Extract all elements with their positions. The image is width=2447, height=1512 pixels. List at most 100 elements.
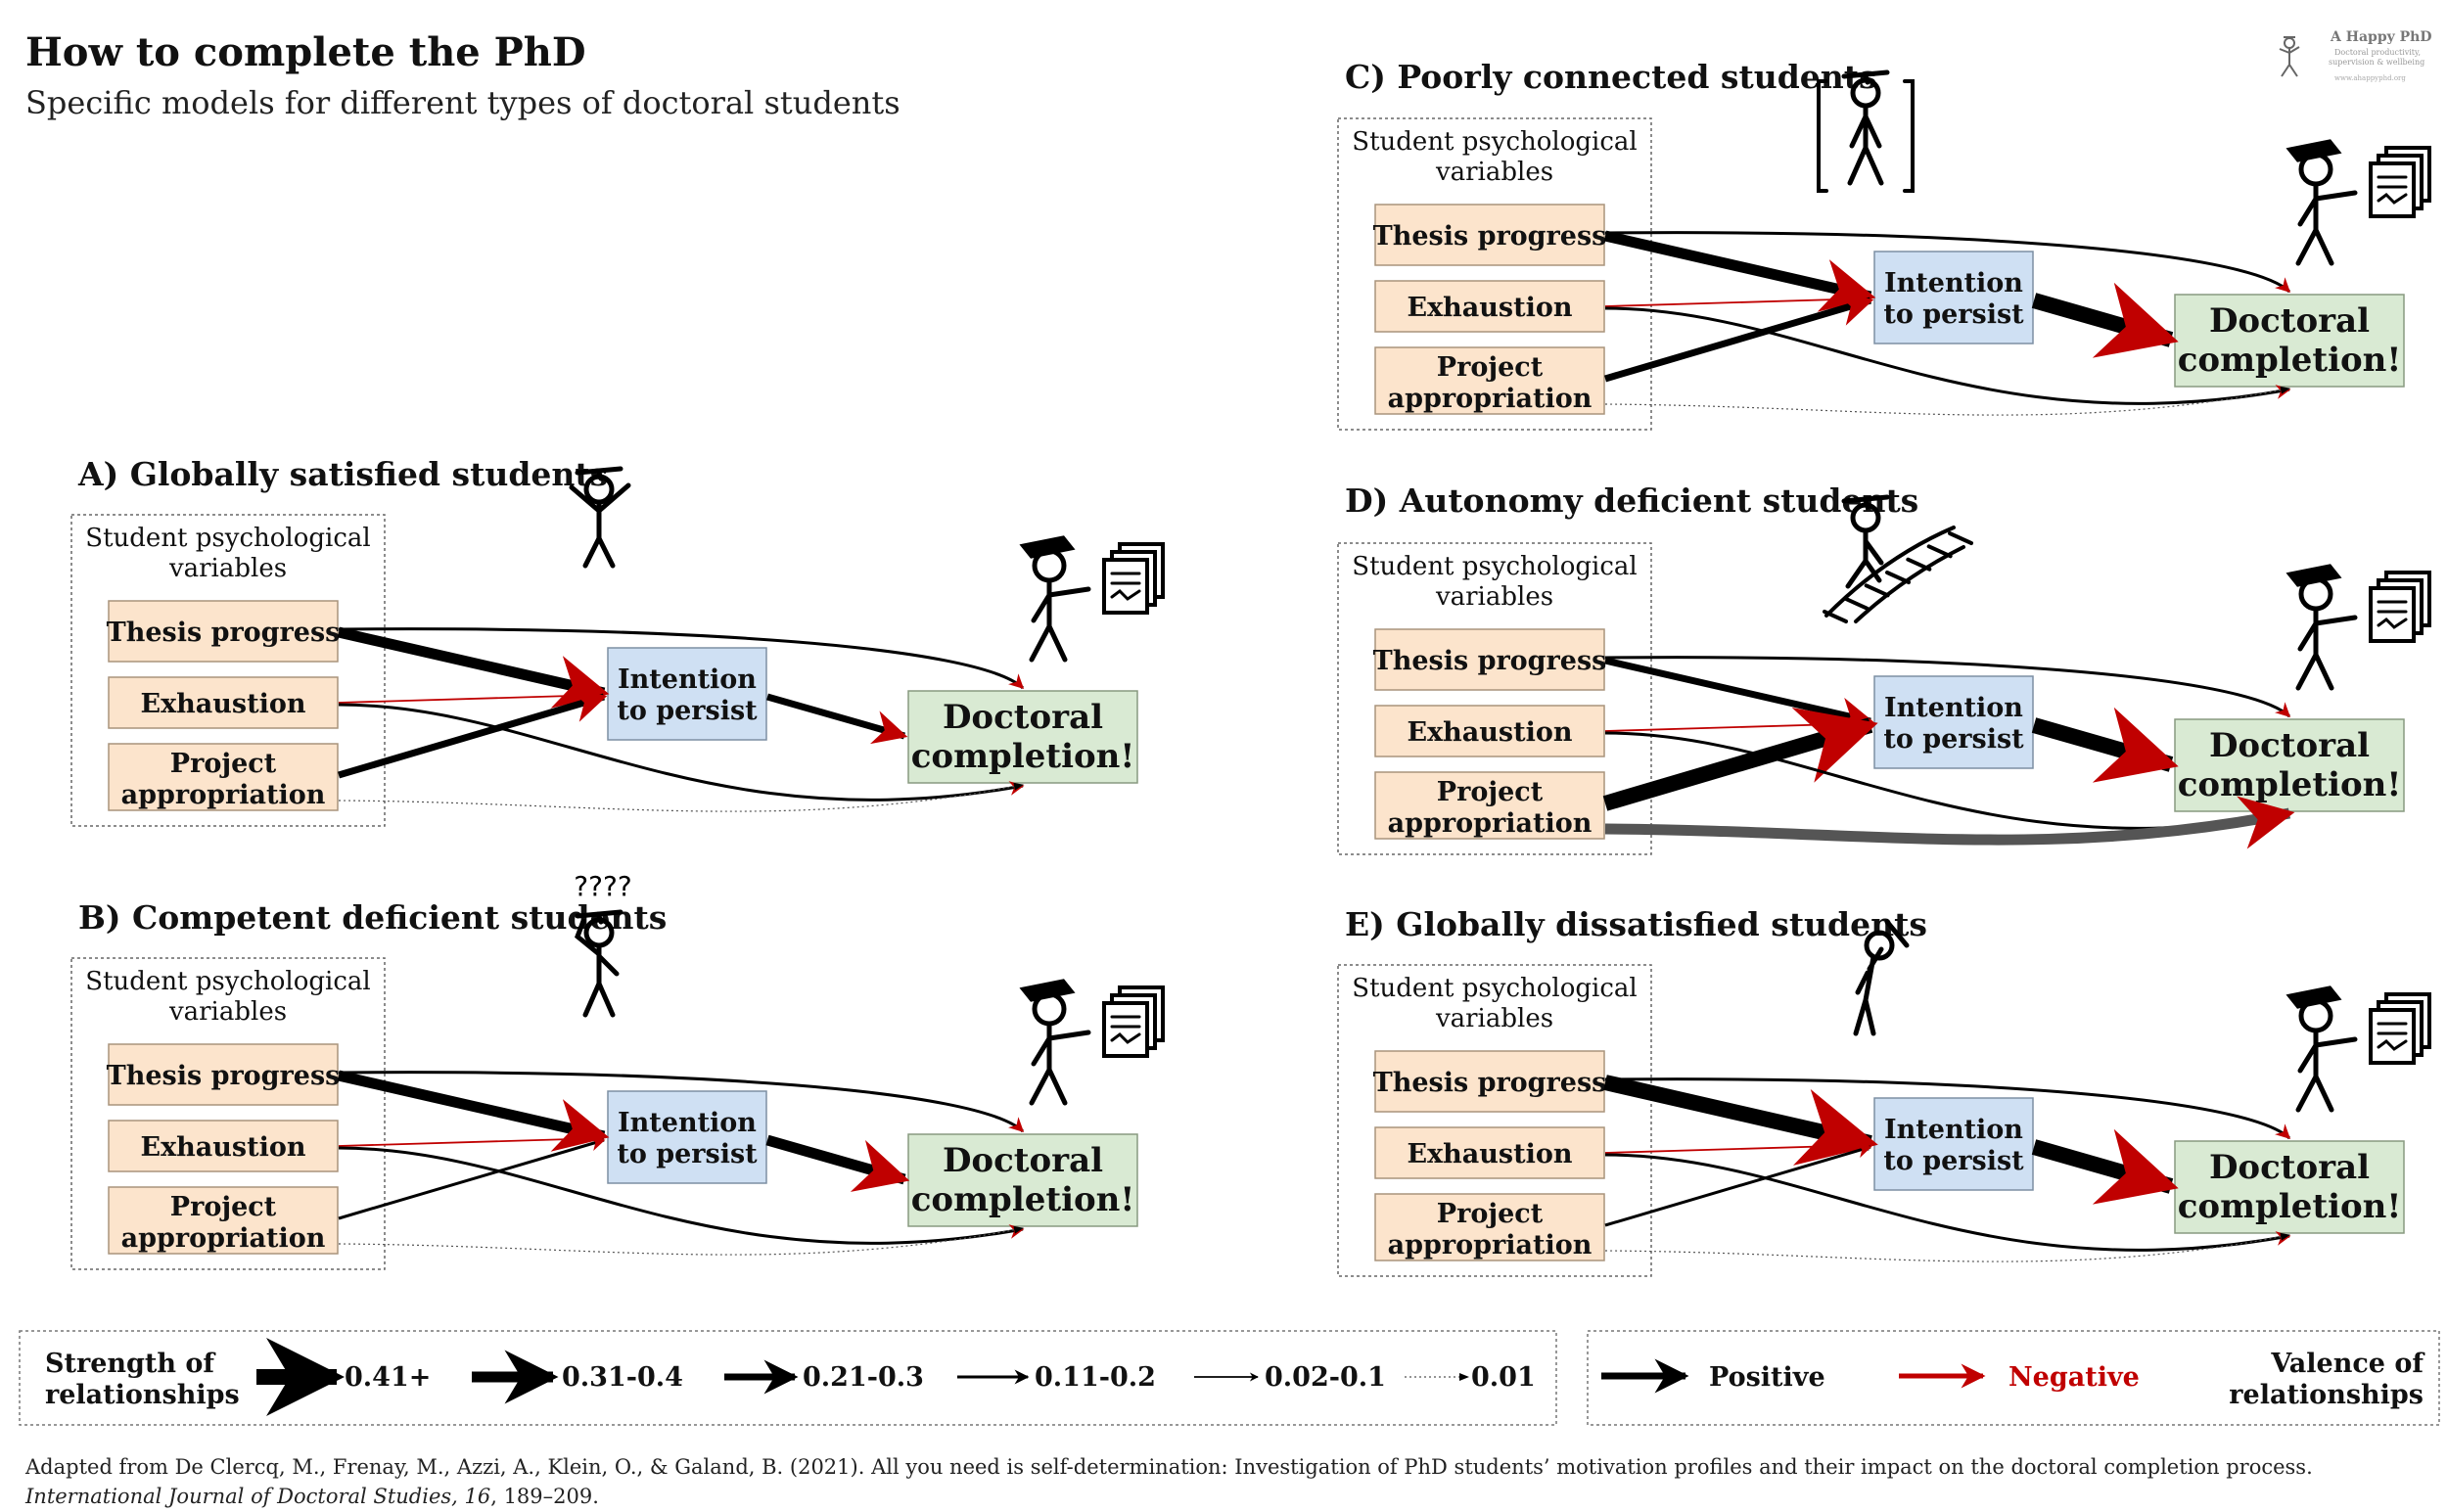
doctoral-completion-box [2174,1140,2405,1234]
arrow-project-to-completion [1604,386,2290,416]
exhaustion-label: Exhaustion [140,689,305,719]
valence-legend-box [1587,1330,2440,1426]
citation: Adapted from De Clercq, M., Frenay, M., … [25,1452,2394,1511]
outcome-label: completion! [2178,1187,2402,1226]
arrow-thesis-to-completion [1604,656,2291,718]
positive-label: Positive [1709,1362,1825,1393]
thesis-progress-label: Thesis progress [1373,1068,1607,1098]
citation-text: Adapted from De Clercq, M., Frenay, M., … [25,1455,2313,1479]
thesis-progress-label: Thesis progress [1373,646,1607,676]
arrow-thesis-to-intention [1603,230,1876,312]
graduate-icon [2285,139,2431,266]
valence-title: relationships [2229,1380,2424,1410]
strength-level-label: 0.21-0.3 [803,1362,924,1393]
panel-title: D) Autonomy deficient students [1345,481,1918,520]
arrow-project-to-completion [338,782,1024,812]
variables-group-label: Student psychological [1352,127,1637,157]
outcome-label: Doctoral [943,1141,1103,1180]
variables-group-label: variables [168,554,287,583]
project-label: Project [1437,1199,1544,1229]
documents-icon [1102,542,1165,615]
arrow-thesis-to-intention [1604,657,1874,732]
thesis-progress-box [1374,628,1605,691]
arrow-project-to-intention [338,1136,606,1220]
outcome-label: completion! [911,1180,1135,1219]
intention-label: to persist [617,1139,758,1169]
happy-phd-logo: A Happy PhD Doctoral productivity, super… [2279,29,2431,82]
project-appropriation-box [1374,1193,1605,1261]
intention-label: Intention [1884,268,2023,298]
exhaustion-box [108,1120,339,1172]
exhaustion-box [1374,705,1605,757]
arrow-exhaustion-to-intention [1604,1140,1871,1154]
variables-group-label: variables [168,997,287,1027]
variables-group-label: variables [1435,1004,1553,1033]
documents-icon [2369,571,2431,643]
project-label: appropriation [121,1223,326,1254]
page-title: How to complete the PhD [25,29,586,75]
arrow-intention-to-completion [2031,282,2179,358]
arrow-exhaustion-to-completion [1604,1153,2291,1252]
thesis-progress-box [1374,1050,1605,1113]
citation-journal: International Journal of Doctoral Studie… [25,1485,491,1508]
arrow-thesis-to-completion [1604,231,2291,294]
variables-group-box [1337,542,1652,855]
thesis-progress-label: Thesis progress [107,1061,341,1091]
variables-group-box [70,514,386,827]
intention-label: to persist [1883,299,2024,330]
doctoral-completion-box [2174,294,2405,388]
variables-group-label: Student psychological [85,967,370,996]
strength-level-label: 0.01 [1471,1362,1536,1393]
strength-title: relationships [45,1380,240,1410]
variables-group-box [1337,117,1652,431]
panel-title: E) Globally dissatisfied students [1345,905,1927,943]
thesis-progress-box [108,600,339,663]
citation-pages: , 189–209. [490,1485,599,1508]
intention-label: to persist [617,696,758,726]
project-label: Project [170,749,277,779]
project-label: appropriation [1388,384,1593,414]
doctoral-completion-box [907,690,1138,784]
exhaustion-box [1374,1126,1605,1179]
arrow-thesis-to-intention [337,1070,610,1152]
project-label: Project [1437,352,1544,383]
outcome-label: completion! [911,737,1135,776]
arrow-project-to-completion [1604,796,2295,849]
intention-label: Intention [1884,693,2023,723]
variables-group-label: Student psychological [1352,552,1637,581]
panel-title: C) Poorly connected students [1345,58,1877,96]
exhaustion-label: Exhaustion [1407,293,1572,323]
arrow-thesis-to-completion [338,627,1025,690]
project-appropriation-box [1374,346,1605,415]
intention-box [1873,251,2034,344]
arrow-intention-to-completion [2031,1128,2179,1205]
arrow-exhaustion-to-completion [1604,306,2291,405]
strength-title: Strength of [45,1349,216,1379]
outcome-label: completion! [2178,341,2402,380]
arrow-exhaustion-to-intention [1604,294,1871,307]
logo-name: A Happy PhD [2330,29,2431,45]
intention-box [1873,1097,2034,1191]
intention-label: Intention [618,664,757,695]
student-happy-icon [569,466,631,569]
student-caged-icon [1817,69,1915,193]
documents-icon [2369,146,2431,218]
arrow-project-to-completion [1604,1232,2290,1262]
strength-level-label: 0.41+ [345,1362,431,1393]
panel-e: E) Globally dissatisfied studentsStudent… [1337,905,2431,1277]
graduate-icon [2285,564,2431,691]
exhaustion-box [108,676,339,729]
logo-tagline-1: Doctoral productivity, [2334,48,2421,57]
exhaustion-label: Exhaustion [1407,1139,1572,1169]
question-marks: ???? [574,870,631,902]
strength-level-label: 0.02-0.1 [1265,1362,1386,1393]
project-label: appropriation [1388,808,1593,839]
logo-url: www.ahappyphd.org [2334,74,2406,82]
arrow-thesis-to-intention [337,626,610,709]
project-appropriation-box [1374,771,1605,840]
arrow-intention-to-completion [766,693,908,745]
